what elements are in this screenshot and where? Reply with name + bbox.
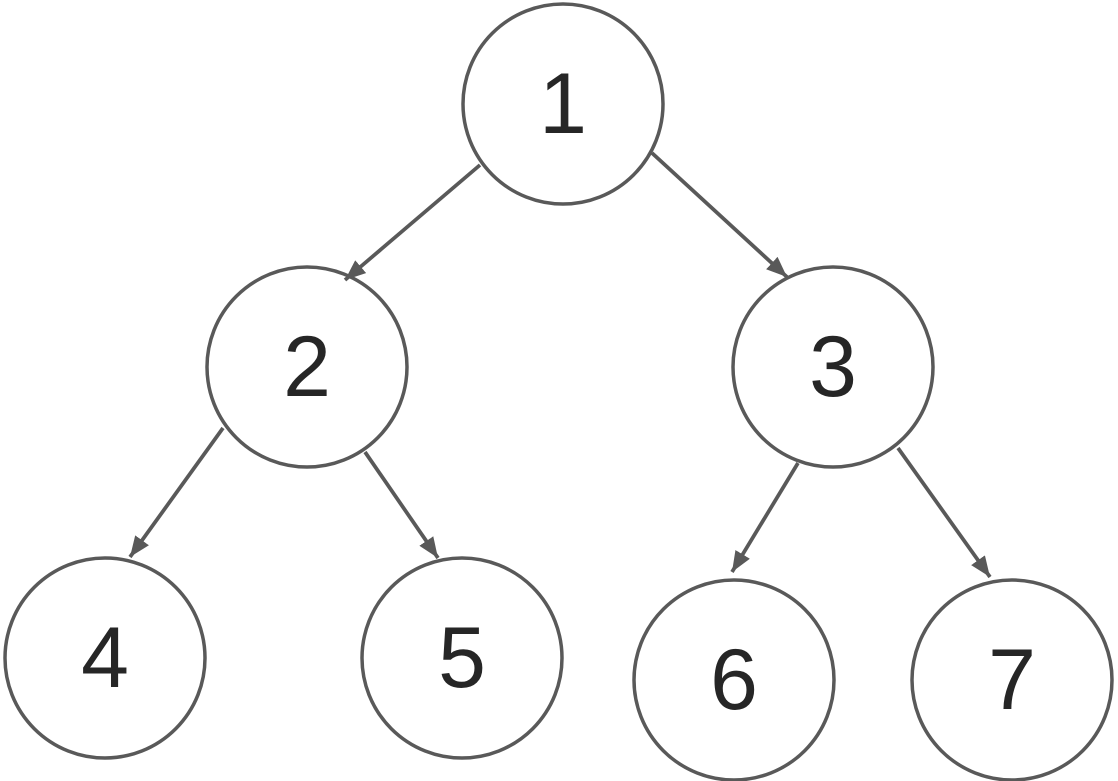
node-label-2: 2 <box>283 319 331 415</box>
edge-2-5 <box>363 450 440 560</box>
node-label-4: 4 <box>81 610 129 706</box>
node-label-6: 6 <box>710 632 758 728</box>
tree-node-2: 2 <box>205 265 409 469</box>
node-label-5: 5 <box>438 610 486 706</box>
edge-3-6 <box>730 462 800 573</box>
node-circle-3 <box>731 265 935 469</box>
edge-1-2 <box>343 163 482 282</box>
node-circle-2 <box>205 265 409 469</box>
tree-node-6: 6 <box>632 578 836 781</box>
tree-node-5: 5 <box>360 556 564 760</box>
node-circle-7 <box>910 578 1114 781</box>
node-label-3: 3 <box>809 319 857 415</box>
node-label-1: 1 <box>539 56 587 152</box>
edge-2-4 <box>128 426 225 559</box>
tree-node-7: 7 <box>910 578 1114 781</box>
tree-node-4: 4 <box>3 556 207 760</box>
node-label-7: 7 <box>988 632 1036 728</box>
edge-1-3 <box>650 151 789 279</box>
node-circle-4 <box>3 556 207 760</box>
node-circle-5 <box>360 556 564 760</box>
node-circle-1 <box>461 2 665 206</box>
node-circle-6 <box>632 578 836 781</box>
edge-3-7 <box>896 446 992 579</box>
tree-node-1: 1 <box>461 2 665 206</box>
tree-node-3: 3 <box>731 265 935 469</box>
